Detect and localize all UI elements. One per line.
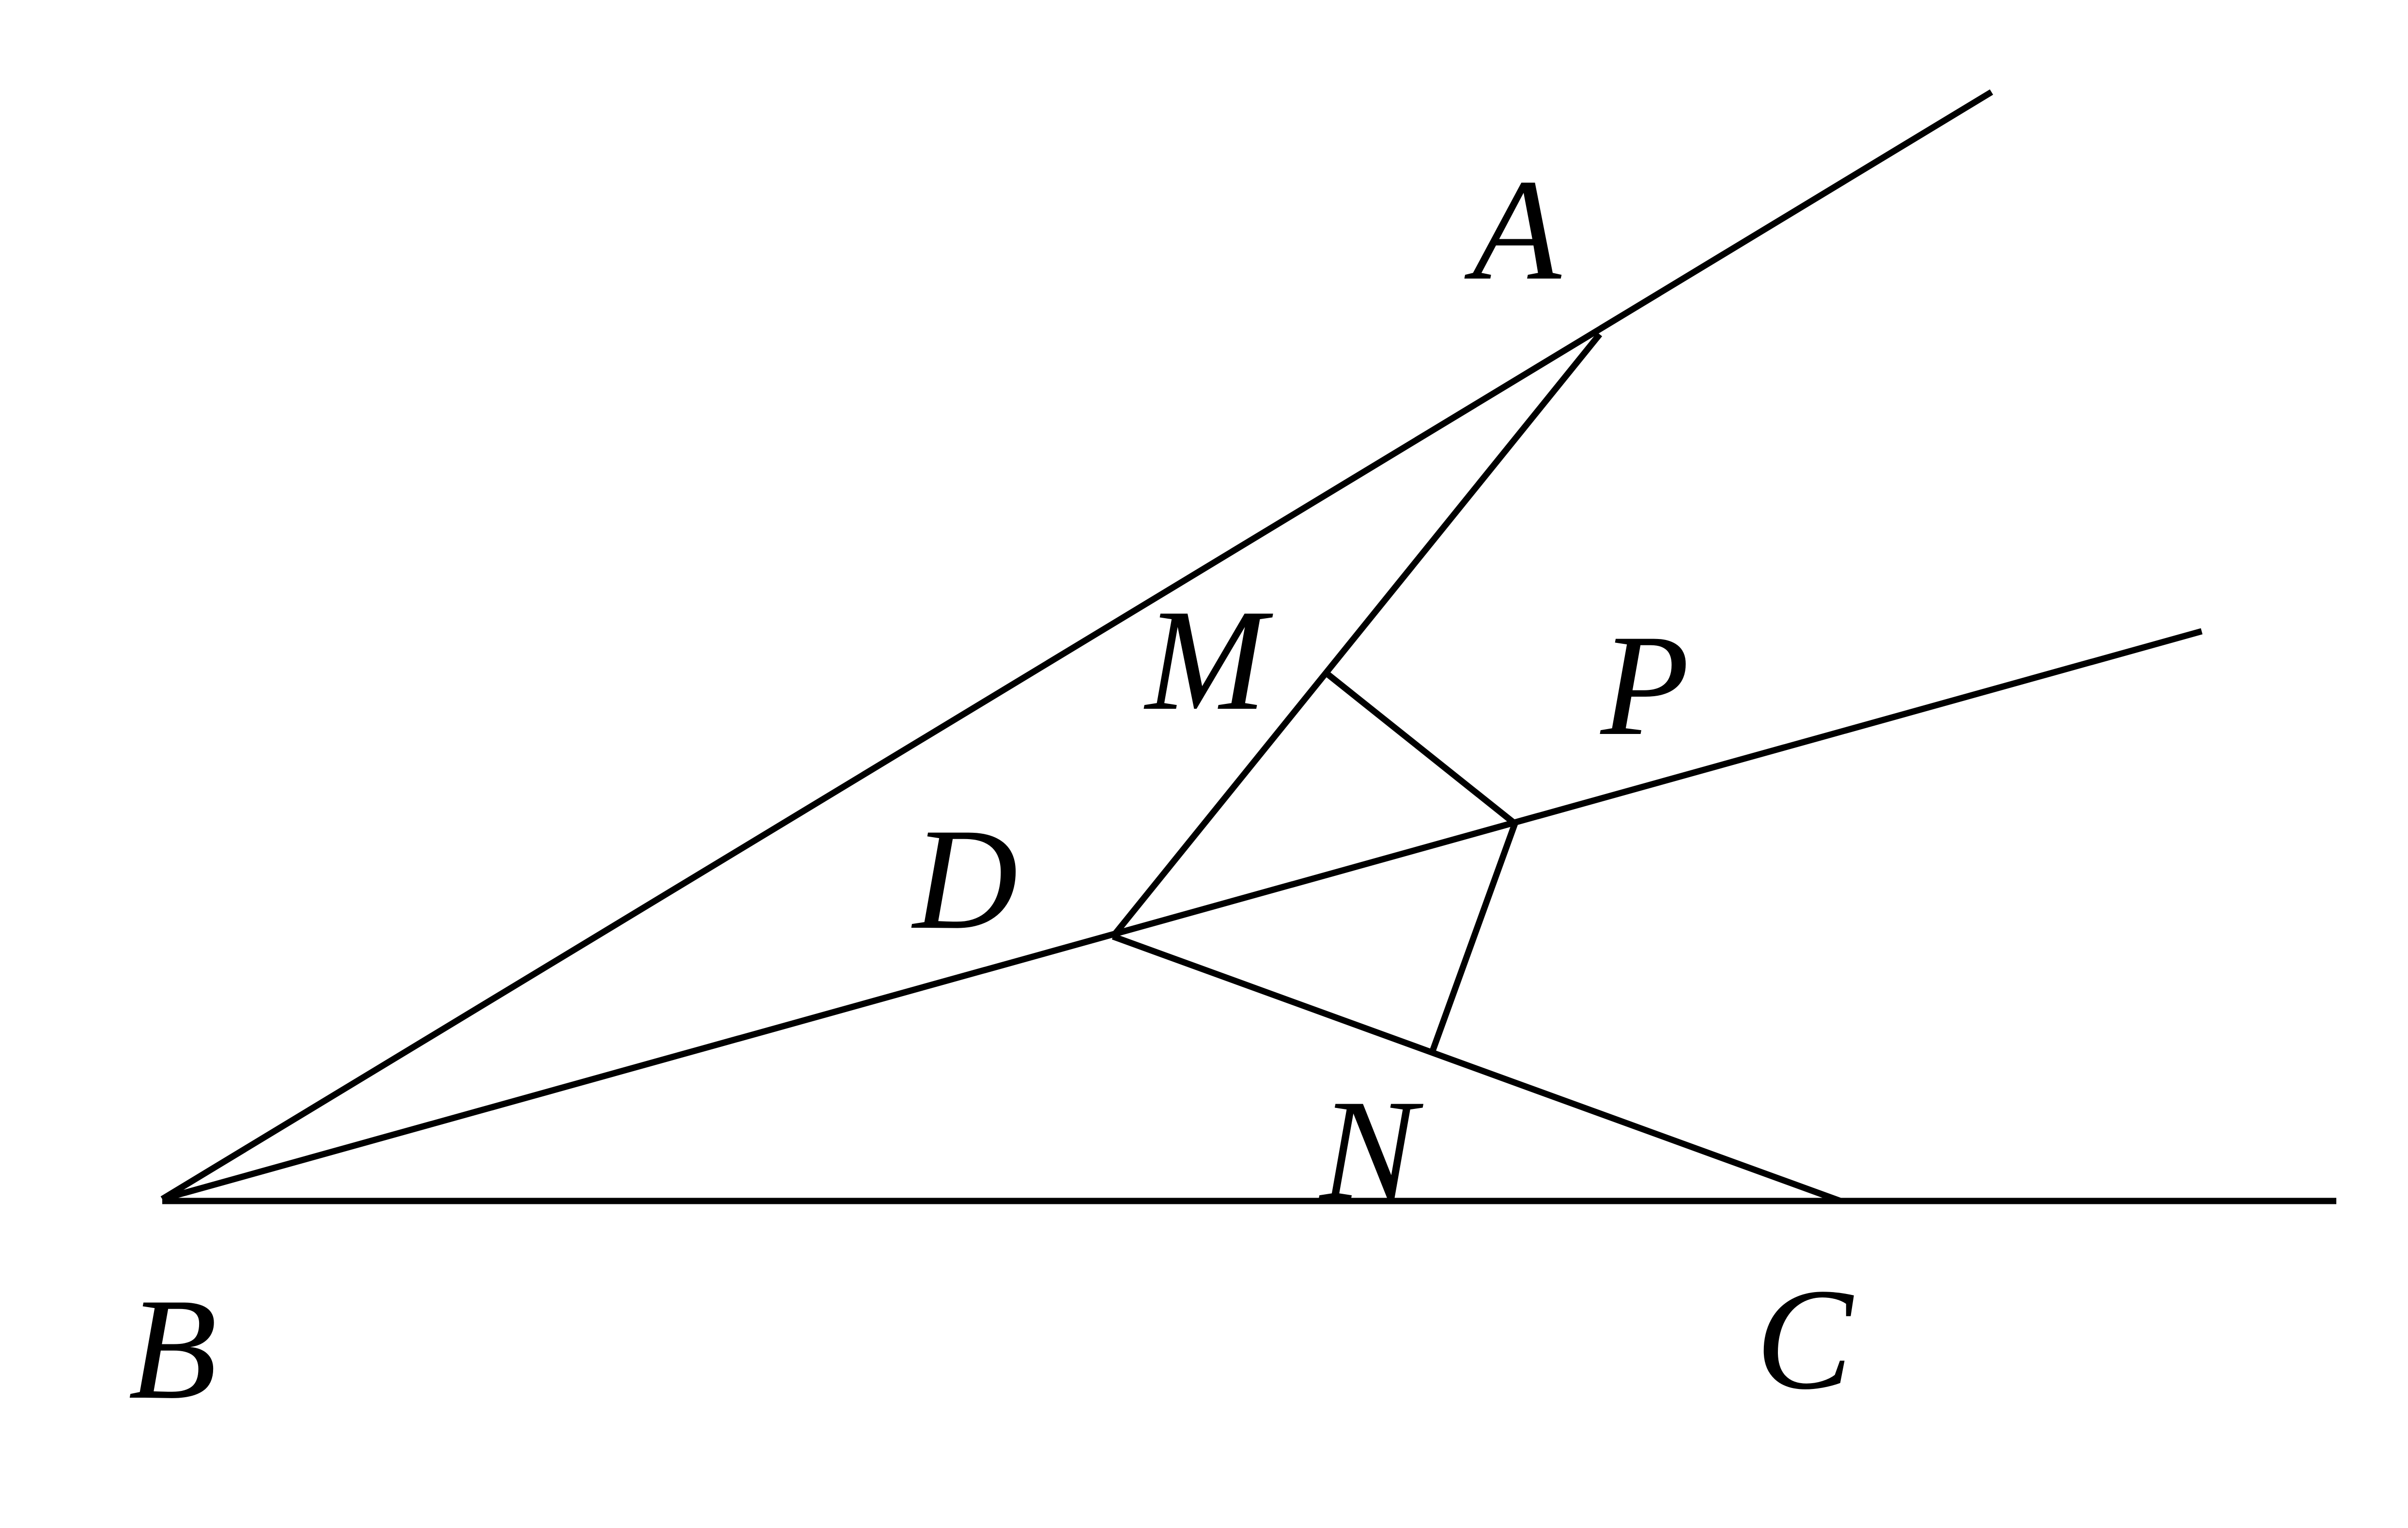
label-n: N (1317, 1070, 1424, 1231)
label-a: A (1463, 149, 1563, 310)
ray-bdp (161, 628, 2203, 1202)
segment-pn (1429, 822, 1518, 1054)
segment-mp (1324, 670, 1517, 826)
segment-ad (1110, 332, 1603, 939)
ray-ba (160, 89, 1993, 1202)
label-m: M (1143, 579, 1275, 740)
label-b: B (128, 1268, 217, 1429)
label-p: P (1598, 605, 1689, 765)
segment-dc (1111, 933, 1842, 1204)
label-d: D (911, 798, 1018, 959)
label-c: C (1756, 1259, 1855, 1419)
